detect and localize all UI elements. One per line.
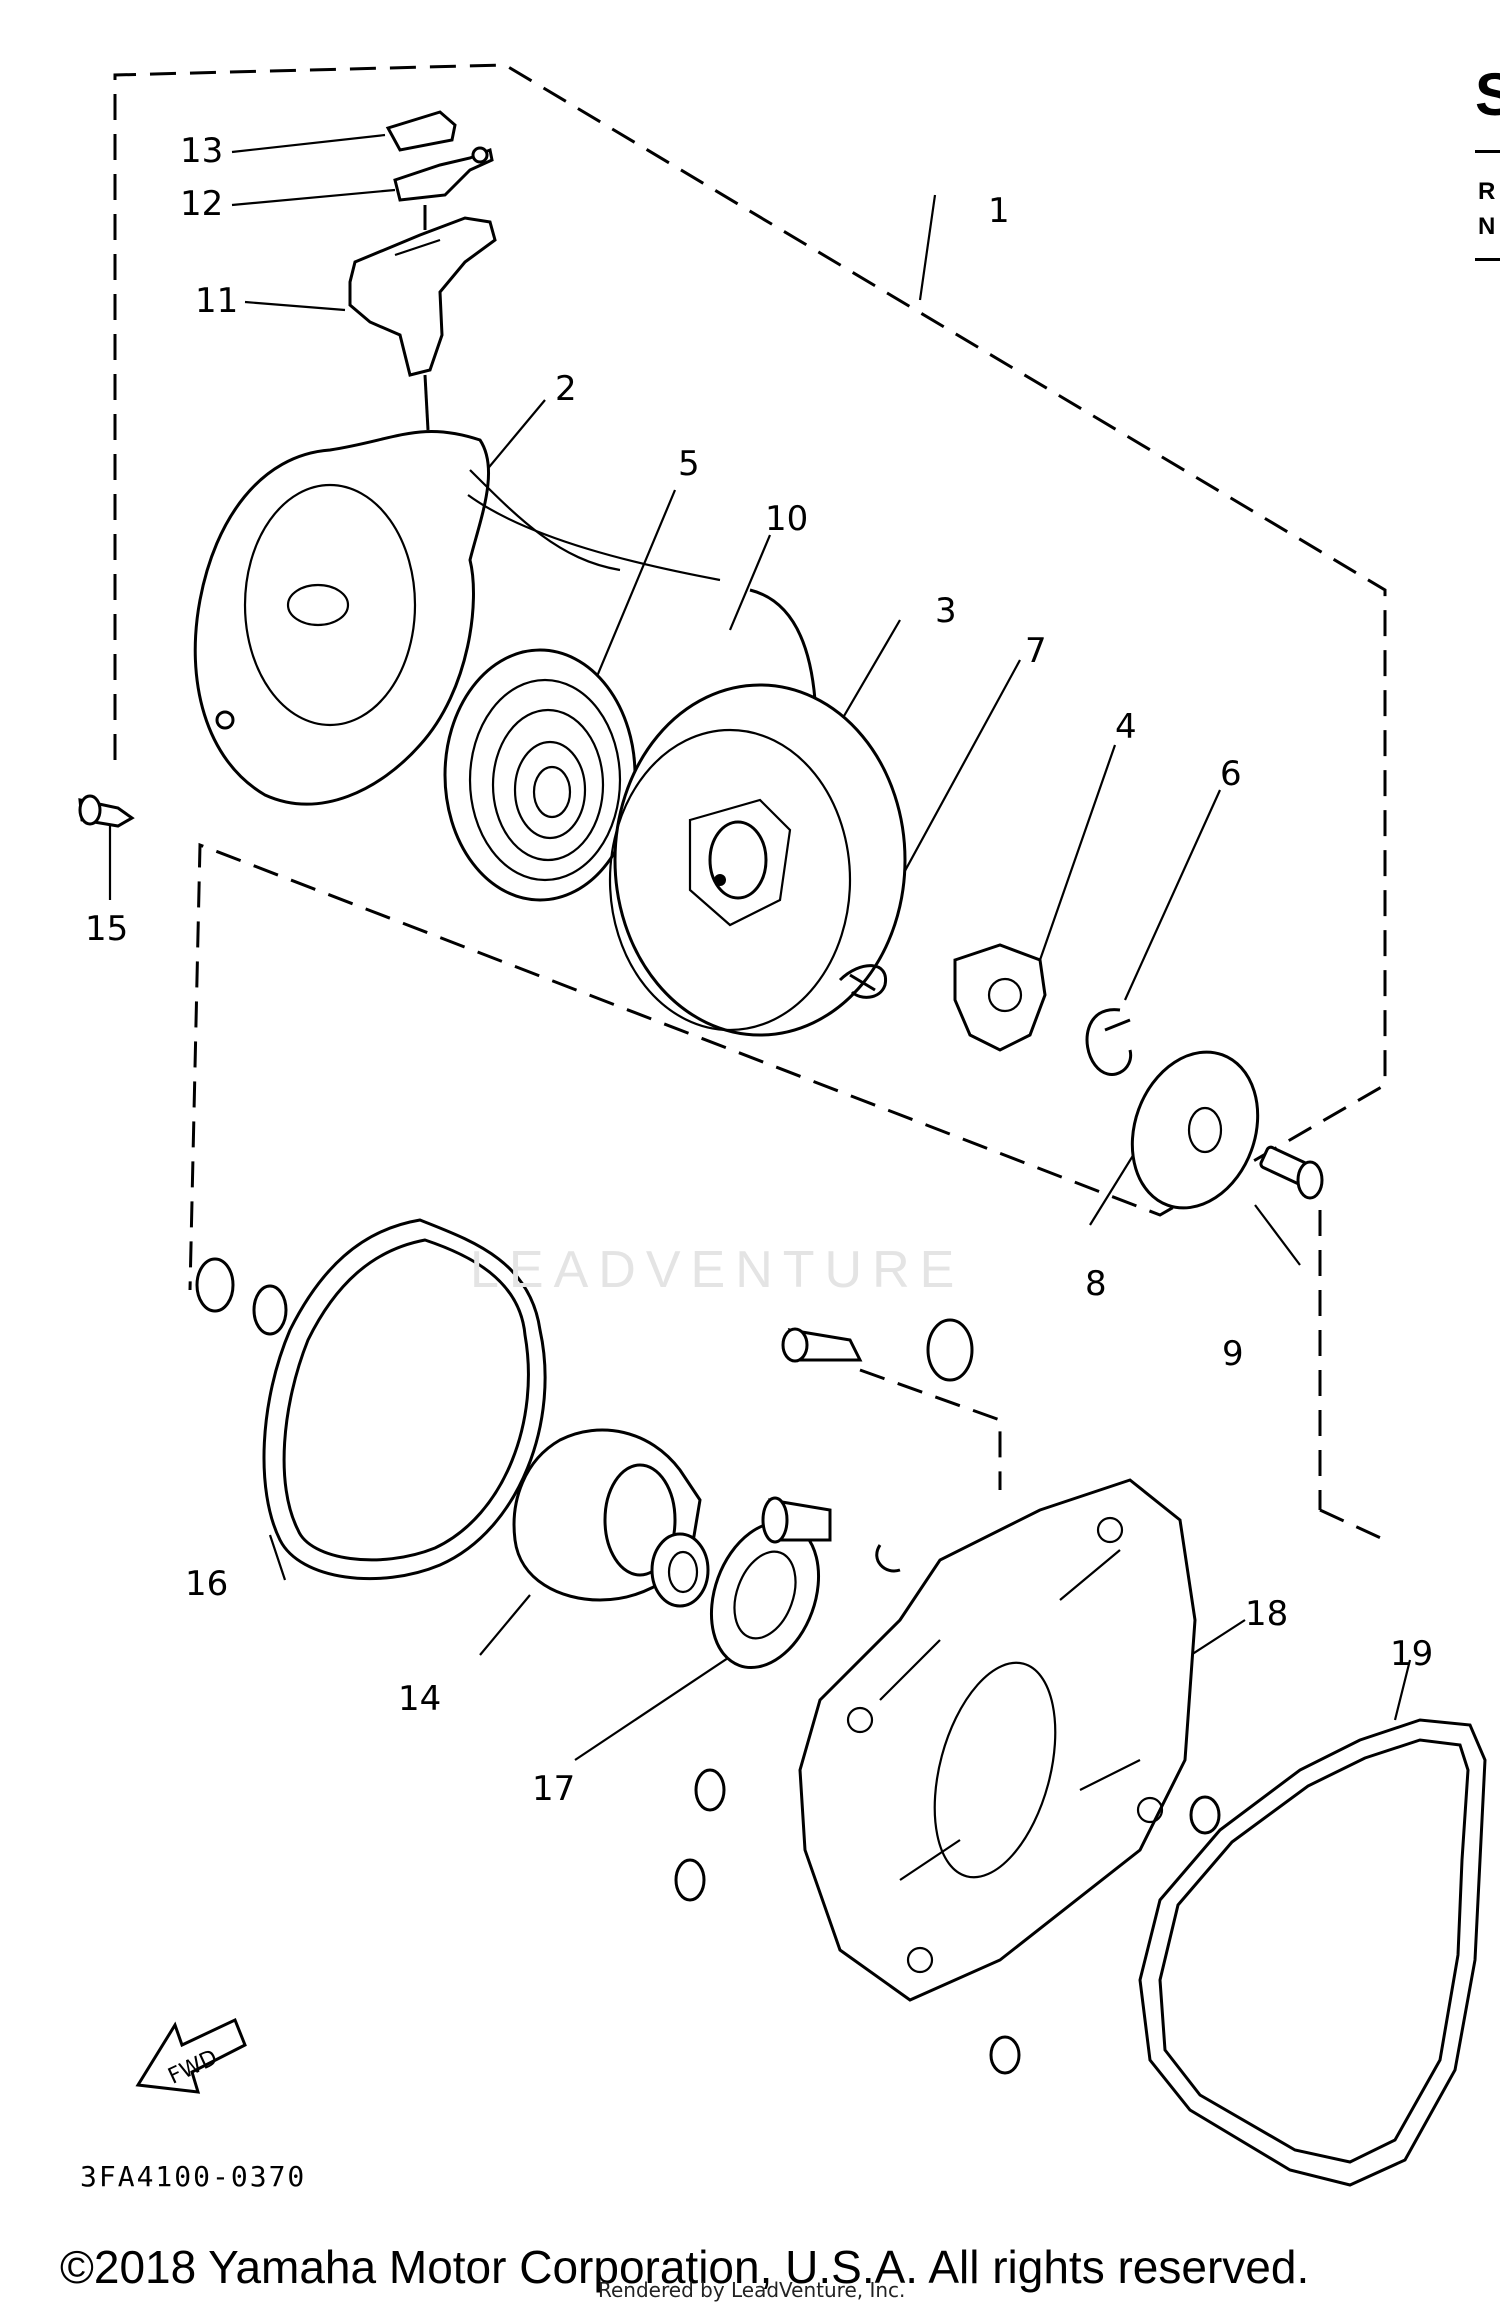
- part-2-starter-case: [193, 429, 721, 806]
- callout-17: 17: [532, 1769, 575, 1809]
- callout-18: 18: [1245, 1594, 1288, 1634]
- callout-12: 12: [180, 184, 223, 224]
- part-6-circlip: [1085, 1008, 1133, 1076]
- watermark: LEADVENTURE: [470, 1241, 965, 1299]
- callout-15: 15: [85, 909, 128, 949]
- callout-19: 19: [1390, 1634, 1433, 1674]
- callout-11: 11: [195, 281, 238, 321]
- callout-13: 13: [180, 131, 223, 171]
- part-13-handle-cap: [385, 110, 457, 152]
- callout-16: 16: [185, 1564, 228, 1604]
- callout-8: 8: [1085, 1264, 1107, 1304]
- part-15-screw: [78, 794, 135, 828]
- callout-2: 2: [555, 369, 577, 409]
- dowel-pins: [195, 1257, 288, 1336]
- callout-3: 3: [935, 591, 957, 631]
- callout-5: 5: [678, 444, 700, 484]
- part-19-gasket: [1138, 1718, 1487, 2187]
- callout-4: 4: [1115, 707, 1137, 747]
- part-18-crankcase-cover: [674, 1478, 1221, 2075]
- callout-6: 6: [1220, 754, 1242, 794]
- part-10-rope: [749, 588, 817, 701]
- edge-rule: [1475, 150, 1500, 153]
- callout-9: 9: [1222, 1334, 1244, 1374]
- part-9-bolt: [1259, 1145, 1324, 1200]
- edge-heading-r: R: [1478, 178, 1496, 205]
- part-12-rope-holder: [393, 146, 494, 202]
- part-11-starter-handle: [348, 205, 497, 431]
- part-16-gasket: [262, 1218, 547, 1581]
- copyright-notice: ©2018 Yamaha Motor Corporation, U.S.A. A…: [60, 2241, 1310, 2293]
- case-fittings: [761, 1318, 974, 1573]
- part-8-washer-plate: [1130, 1050, 1260, 1210]
- callout-1: 1: [988, 191, 1010, 231]
- fwd-arrow: FWD: [135, 2017, 247, 2094]
- callout-7: 7: [1025, 631, 1047, 671]
- callout-14: 14: [398, 1679, 441, 1719]
- part-4-pawl: [953, 943, 1047, 1052]
- part-3-drive-pulley: [608, 683, 907, 1037]
- edge-heading-s: S: [1475, 61, 1500, 128]
- callout-10: 10: [765, 499, 808, 539]
- diagram-code: 3FA4100-0370: [80, 2160, 307, 2193]
- assembly-outline-lower: [859, 1368, 1002, 1490]
- part-14-clutch-housing: [512, 1428, 710, 1608]
- edge-heading-n: N: [1478, 213, 1496, 240]
- rendered-by-notice: Rendered by LeadVenture, Inc.: [598, 2278, 906, 2302]
- edge-rule-lower: [1475, 258, 1500, 261]
- part-7-return-spring: [838, 964, 887, 999]
- leader-lines: [108, 133, 1412, 1761]
- part-5-spiral-spring: [443, 648, 637, 902]
